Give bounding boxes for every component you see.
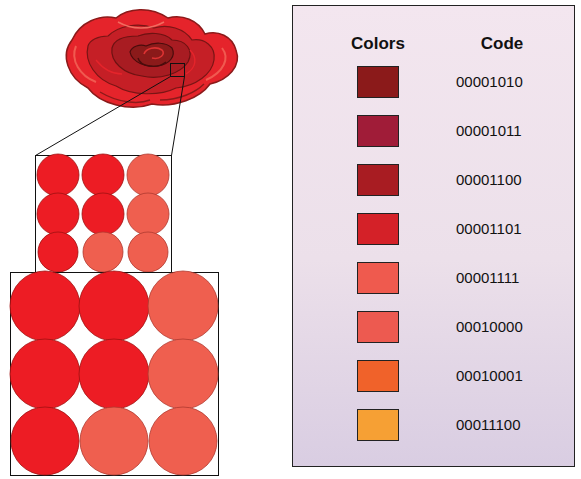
- zoom-line: [36, 77, 171, 156]
- binary-code: 00001101: [456, 220, 522, 238]
- binary-code: 00001010: [456, 73, 523, 91]
- color-swatch: [357, 213, 399, 245]
- color-swatch: [357, 360, 399, 392]
- pixel-magnify-small: [36, 154, 172, 273]
- zoom-square: [171, 64, 185, 77]
- binary-code: 00001111: [456, 269, 519, 287]
- color-swatch: [357, 164, 399, 196]
- binary-code: 00001011: [456, 122, 522, 140]
- color-swatch: [357, 115, 399, 147]
- rose: [66, 10, 237, 107]
- binary-code: 00001100: [456, 171, 522, 189]
- binary-code: 00010000: [456, 318, 523, 336]
- color-swatch: [357, 66, 399, 98]
- color-swatch: [357, 262, 399, 294]
- color-swatch: [357, 311, 399, 343]
- binary-code: 00011100: [456, 416, 521, 434]
- pixel-magnify-large: [10, 271, 219, 476]
- legend-panel: [293, 6, 575, 467]
- column-header: Code: [481, 34, 524, 54]
- binary-code: 00010001: [456, 367, 523, 385]
- column-header: Colors: [351, 34, 405, 54]
- color-swatch: [357, 409, 399, 441]
- zoom-line: [172, 77, 185, 156]
